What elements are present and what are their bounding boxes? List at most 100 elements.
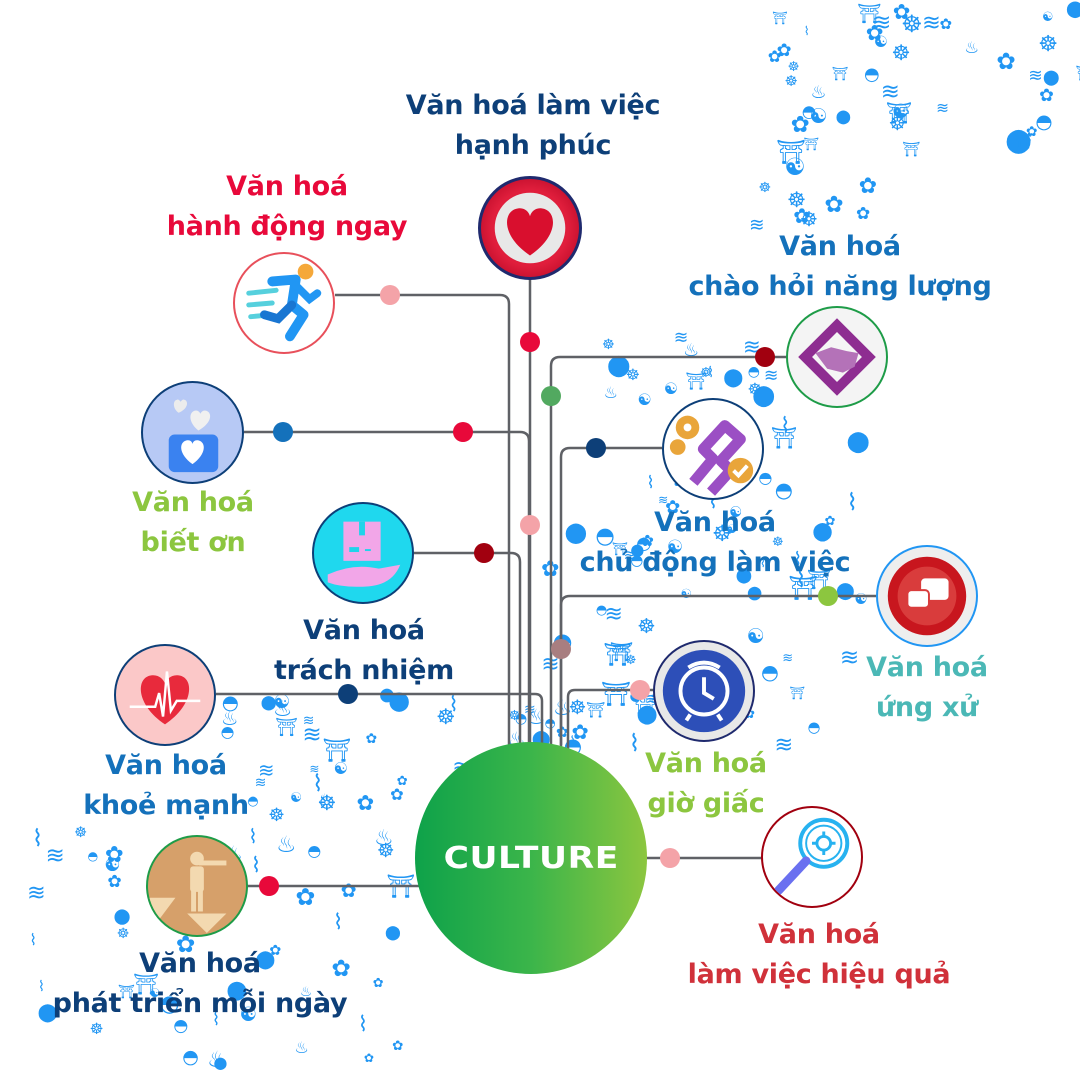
label-line1: Văn hoá <box>645 748 767 779</box>
decorative-glyph: ◓ <box>747 363 760 380</box>
decorative-glyph: ⛩ <box>771 11 788 26</box>
node-act-now[interactable] <box>233 252 335 354</box>
decorative-glyph: ⬤ <box>1005 125 1032 154</box>
decorative-glyph: ⛩ <box>600 680 632 709</box>
decorative-glyph: ⬤ <box>255 948 276 970</box>
decorative-glyph: ☸ <box>637 614 656 639</box>
decorative-glyph: ☯ <box>637 389 652 409</box>
decorative-glyph: ☸ <box>699 364 713 381</box>
decorative-glyph: ≋ <box>880 78 900 105</box>
center-culture-node[interactable]: CULTURE <box>415 742 647 974</box>
decorative-glyph: ◓ <box>221 691 239 715</box>
node-effective-work[interactable] <box>761 806 863 908</box>
decorative-glyph: ☯ <box>784 153 806 182</box>
node-responsibility[interactable] <box>312 502 414 604</box>
decorative-glyph: ♨ <box>299 983 313 1000</box>
node-gratitude[interactable] <box>141 381 244 484</box>
label-line1: Văn hoá <box>779 231 901 262</box>
decorative-glyph: ✿ <box>824 192 844 219</box>
dot-gratitude-b <box>453 422 473 442</box>
label-gratitude: Văn hoá biết ơn <box>132 483 254 563</box>
decorative-glyph: ☯ <box>273 691 291 714</box>
decorative-glyph: ☯ <box>873 32 888 51</box>
node-punctuality[interactable] <box>653 640 755 742</box>
decorative-glyph: ≋ <box>302 721 322 748</box>
decorative-glyph: ♨ <box>810 82 827 104</box>
decorative-glyph: ☸ <box>712 521 733 548</box>
decorative-glyph: ◓ <box>247 793 259 809</box>
decorative-glyph: ♨ <box>276 832 297 859</box>
decorative-glyph: ✿ <box>556 723 569 742</box>
decorative-glyph: ◓ <box>630 550 644 569</box>
decorative-glyph: ☸ <box>602 336 615 353</box>
decorative-glyph: ☯ <box>726 521 738 536</box>
decorative-glyph: ☸ <box>508 708 521 725</box>
dot-energetic-greeting-b <box>755 347 775 367</box>
connector-gratitude <box>244 430 531 745</box>
decorative-glyph: ≋ <box>658 492 669 507</box>
decorative-glyph: ✿ <box>793 203 811 228</box>
chat-bubbles-icon <box>887 556 967 636</box>
node-proactive-work[interactable] <box>662 398 764 500</box>
decorative-glyph: ⬤ <box>752 383 776 408</box>
decorative-glyph: ≋ <box>623 546 636 565</box>
decorative-glyph: ♨ <box>964 38 980 58</box>
magnifier-virus-icon <box>774 817 850 895</box>
node-behavior[interactable] <box>876 545 978 647</box>
decorative-glyph: ☸ <box>568 695 587 719</box>
label-health: Văn hoá khoẻ mạnh <box>83 746 249 826</box>
decorative-glyph: ♨ <box>272 696 293 722</box>
label-line2: giờ giấc <box>647 788 765 819</box>
decorative-glyph: ⌇ <box>29 930 37 949</box>
decorative-glyph: ✿ <box>363 1050 374 1065</box>
decorative-glyph: ◓ <box>159 991 180 1018</box>
dot-daily-growth <box>259 876 279 896</box>
decorative-glyph: ⌇ <box>37 979 45 996</box>
decorative-glyph: ⌇ <box>759 554 766 570</box>
running-person-icon <box>246 263 322 342</box>
node-happy-work[interactable] <box>478 176 582 280</box>
dot-punctuality <box>630 680 650 700</box>
decorative-glyph: ☯ <box>746 624 765 649</box>
decorative-glyph: ✿ <box>356 790 375 816</box>
decorative-glyph: ≋ <box>26 880 46 907</box>
label-line2: chào hỏi năng lượng <box>688 271 992 302</box>
decorative-glyph: ✿ <box>295 882 316 911</box>
decorative-glyph: ✿ <box>640 530 654 550</box>
label-line1: Văn hoá <box>226 171 348 202</box>
decorative-glyph: ⌇ <box>707 489 719 515</box>
decorative-glyph: ⌇ <box>31 825 44 853</box>
label-line2: hành động ngay <box>166 211 408 242</box>
decorative-glyph: ≋ <box>936 98 949 117</box>
decorative-glyph: ✿ <box>1039 86 1054 107</box>
label-line1: Văn hoá <box>758 919 880 950</box>
heartbeat-icon <box>129 671 201 725</box>
decorative-glyph: ◓ <box>636 533 652 554</box>
decorative-glyph: ☸ <box>624 653 637 669</box>
decorative-glyph: ✿ <box>767 46 782 66</box>
alarm-clock-icon <box>662 649 746 733</box>
decorative-glyph: ≋ <box>302 712 315 729</box>
decorative-glyph: ⬤ <box>835 579 855 600</box>
decorative-glyph: ☸ <box>758 180 772 197</box>
label-line2: ứng xử <box>875 692 979 723</box>
dot-responsibility <box>474 543 494 563</box>
decorative-glyph: ⛩ <box>789 686 806 701</box>
decorative-glyph: ⛩ <box>902 142 921 159</box>
decorative-glyph: ◓ <box>307 840 322 860</box>
decorative-glyph: ⬤ <box>260 695 277 712</box>
heart-icon <box>494 192 566 264</box>
chain-gears-icon <box>669 415 754 496</box>
decorative-glyph: ⌇ <box>357 1011 369 1037</box>
label-line2: khoẻ mạnh <box>83 790 249 821</box>
decorative-glyph: ◓ <box>595 602 608 618</box>
node-daily-growth[interactable] <box>146 835 248 937</box>
node-energetic-greeting[interactable] <box>786 306 888 408</box>
decorative-glyph: ☸ <box>625 365 640 385</box>
node-health[interactable] <box>114 644 216 746</box>
decorative-glyph: ♨ <box>603 382 619 402</box>
label-line2: biết ơn <box>140 527 246 558</box>
decorative-glyph: ⛩ <box>806 568 832 591</box>
decorative-glyph: ≋ <box>604 602 623 628</box>
